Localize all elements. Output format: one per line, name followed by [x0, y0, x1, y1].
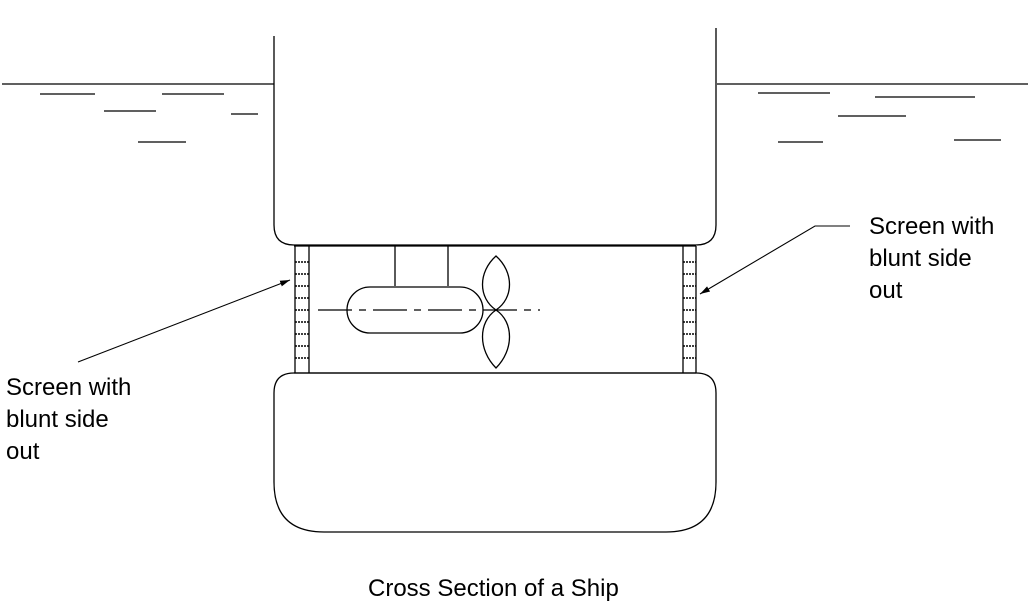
left-label-line-3: out [6, 438, 40, 465]
right-label-line-3: out [869, 277, 903, 304]
right-screen-label: Screen with blunt side out [869, 211, 994, 307]
water-ripples-right [758, 92, 1001, 143]
right-label-line-1: Screen with [869, 213, 995, 240]
water-ripples-left [40, 93, 258, 143]
diagram-caption: Cross Section of a Ship [368, 575, 619, 602]
screen-left [295, 261, 309, 359]
propeller-blade-lower [482, 309, 510, 369]
right-label-arrow [699, 225, 850, 295]
left-label-line-2: blunt side [6, 406, 109, 433]
lower-hull [273, 372, 717, 533]
screen-right [683, 261, 696, 359]
right-label-line-2: blunt side [869, 245, 972, 272]
upper-hull [273, 28, 717, 246]
left-label-line-1: Screen with [6, 374, 132, 401]
left-screen-label: Screen with blunt side out [6, 372, 131, 468]
left-label-arrow [77, 279, 291, 363]
propeller-blade-upper [482, 255, 510, 311]
